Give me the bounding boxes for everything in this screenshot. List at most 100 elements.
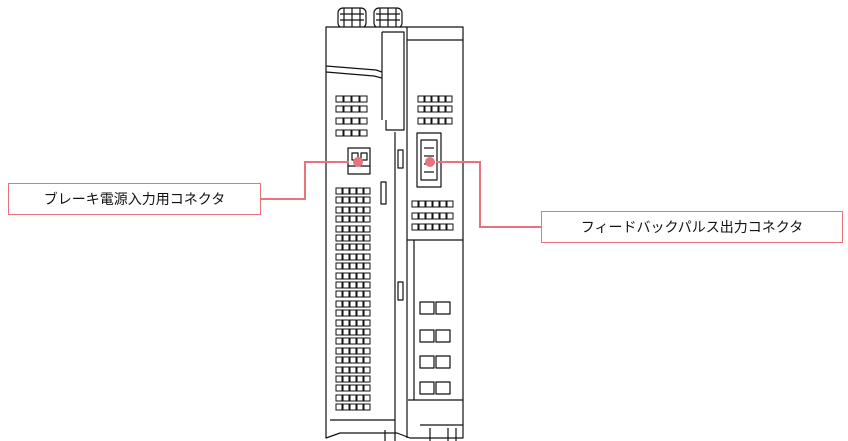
vent-slot — [335, 95, 344, 103]
vent-slot — [342, 253, 350, 261]
vent-slot — [356, 225, 364, 233]
vent-slot — [351, 95, 360, 103]
vent-slot — [417, 117, 425, 125]
vent-slot — [445, 95, 453, 103]
vent-slot — [349, 253, 357, 261]
vent-slot — [335, 384, 343, 392]
brake-leader-line — [261, 161, 349, 200]
vent-grid-right — [411, 95, 454, 231]
vent-slot — [356, 384, 364, 392]
vent-slot — [342, 281, 350, 289]
vent-slot — [335, 187, 343, 195]
vent-slot — [335, 234, 343, 242]
vent-slot — [349, 196, 357, 204]
terminal-slot — [419, 301, 435, 315]
vent-slot — [363, 300, 371, 308]
vent-slot — [342, 243, 350, 251]
vent-slot — [351, 117, 360, 125]
vent-slot — [342, 196, 350, 204]
vent-slot — [335, 196, 343, 204]
terminal-slot — [435, 355, 451, 369]
vent-slot — [335, 105, 344, 113]
vent-slot — [411, 212, 419, 220]
vent-slot — [432, 200, 440, 208]
terminal-slot — [435, 381, 451, 395]
vent-slot — [342, 187, 350, 195]
vent-slot — [349, 187, 357, 195]
vent-slot — [335, 366, 343, 374]
vent-slot — [363, 225, 371, 233]
vent-slot — [335, 206, 343, 214]
vent-slot — [349, 206, 357, 214]
vent-slot — [356, 337, 364, 345]
brake-leader-dot — [353, 157, 363, 167]
vent-slot — [349, 225, 357, 233]
vent-slot — [432, 223, 440, 231]
brake-connector-label-text: ブレーキ電源入力用コネクタ — [43, 192, 226, 208]
vent-slot — [342, 272, 350, 280]
terminal-slot — [435, 301, 451, 315]
vent-slot — [356, 309, 364, 317]
terminal-slot — [435, 329, 451, 343]
vent-slot — [349, 366, 357, 374]
vent-slot — [432, 212, 440, 220]
vent-slot — [411, 200, 419, 208]
vent-slot — [351, 129, 360, 137]
vent-slot — [343, 95, 352, 103]
vent-slot — [342, 319, 350, 327]
vent-slot — [335, 290, 343, 298]
vent-slot — [425, 200, 433, 208]
vent-slot — [425, 212, 433, 220]
vent-slot — [363, 206, 371, 214]
vent-slot — [446, 223, 454, 231]
vent-slot — [418, 200, 426, 208]
vent-slot — [359, 105, 368, 113]
vent-slot — [349, 262, 357, 270]
vent-slot — [411, 223, 419, 231]
vent-slot — [335, 243, 343, 251]
vent-slot — [356, 196, 364, 204]
vent-slot — [445, 117, 453, 125]
vent-slot — [356, 347, 364, 355]
vent-slot — [342, 206, 350, 214]
vent-slot — [335, 375, 343, 383]
vent-slot — [342, 215, 350, 223]
vent-slot — [424, 95, 432, 103]
vent-slot — [349, 243, 357, 251]
vent-slot — [356, 187, 364, 195]
vent-slot — [335, 281, 343, 289]
vent-slot — [342, 309, 350, 317]
vent-slot — [349, 337, 357, 345]
vent-slot — [349, 394, 357, 402]
vent-slot — [342, 394, 350, 402]
vent-slot — [335, 129, 344, 137]
vent-slot — [356, 403, 364, 411]
vent-slot — [349, 234, 357, 242]
vent-slot — [424, 117, 432, 125]
vent-slot — [356, 206, 364, 214]
vent-slot — [349, 272, 357, 280]
vent-slot — [356, 356, 364, 364]
vent-slot — [363, 281, 371, 289]
vent-slot — [342, 366, 350, 374]
vent-slot — [363, 356, 371, 364]
vent-slot — [342, 337, 350, 345]
vent-slot — [335, 347, 343, 355]
vent-slot — [417, 105, 425, 113]
vent-slot — [335, 262, 343, 270]
vent-slot — [356, 394, 364, 402]
vent-slot — [356, 243, 364, 251]
terminal-knob-left-icon — [337, 7, 367, 29]
vent-slot — [335, 319, 343, 327]
vent-slot — [335, 356, 343, 364]
vent-slot — [335, 272, 343, 280]
vent-slot — [446, 212, 454, 220]
terminal-blocks — [419, 301, 451, 395]
vent-slot — [342, 225, 350, 233]
vent-slot — [342, 328, 350, 336]
vent-slot — [349, 215, 357, 223]
vent-slot — [335, 117, 344, 125]
vent-slot — [349, 319, 357, 327]
vent-slot — [363, 384, 371, 392]
vent-slot — [438, 105, 446, 113]
